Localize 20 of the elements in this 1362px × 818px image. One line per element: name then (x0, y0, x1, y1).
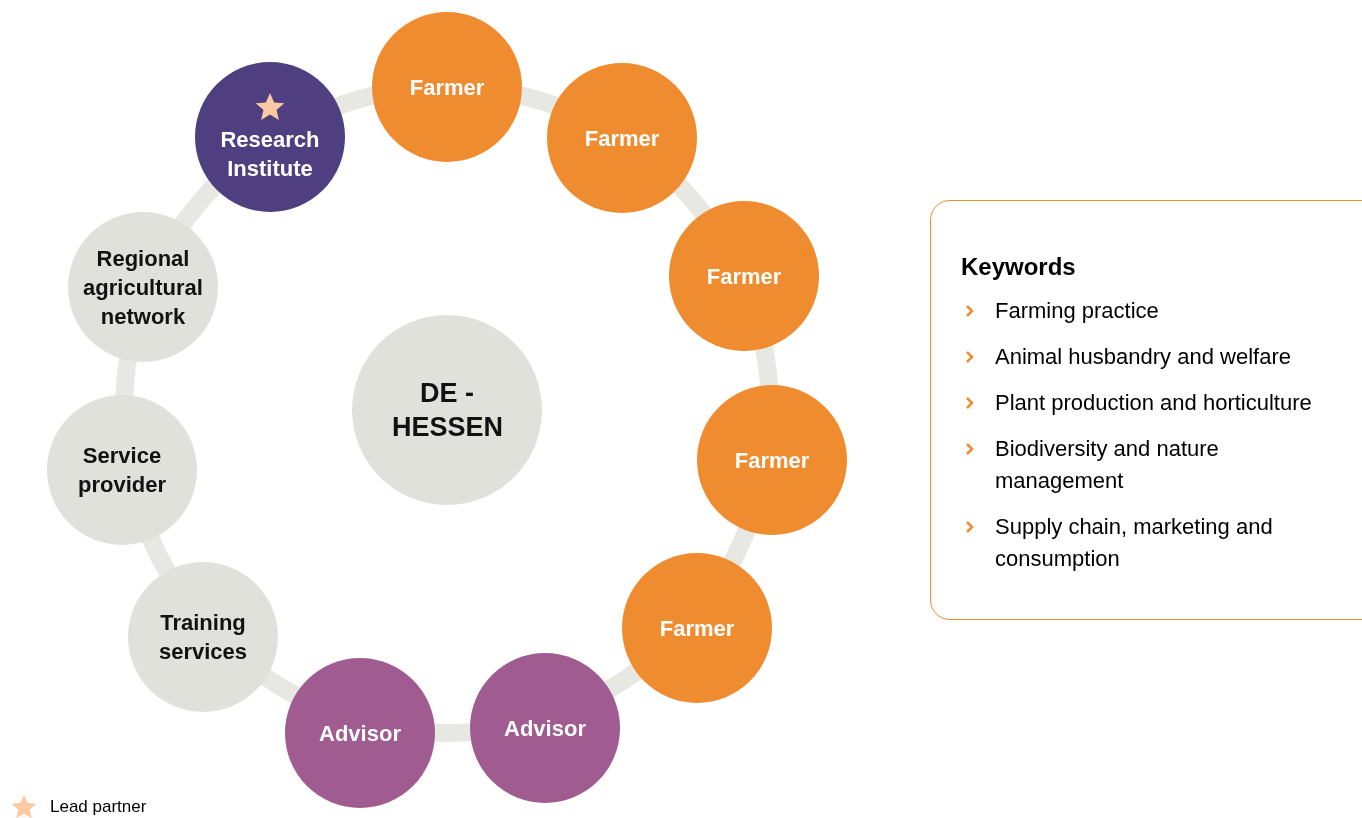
node-label: Farmer (733, 446, 811, 475)
node-label: Farmer (408, 73, 486, 102)
legend-label: Lead partner (50, 797, 147, 817)
keyword-item: Supply chain, marketing and consumption (995, 513, 1274, 573)
node-label: DE - HESSEN (392, 377, 502, 444)
keyword-item: Biodiversity and nature management (995, 435, 1220, 495)
node-label: Advisor (503, 714, 587, 743)
node-label: Farmer (658, 614, 736, 643)
node-label: Regional agricultural network (83, 244, 203, 331)
keyword-item: Farming practice (995, 297, 1160, 325)
node-label: Training services (157, 609, 249, 666)
node-label: Advisor (318, 719, 402, 748)
node-label: Farmer (705, 262, 783, 291)
keyword-item: Animal husbandry and welfare (995, 343, 1292, 371)
keyword-item: Plant production and horticulture (995, 389, 1313, 417)
node-label: Research Institute (219, 126, 321, 183)
keywords-panel (930, 200, 1362, 620)
panel-heading: Keywords (961, 253, 1076, 281)
node-label: Service provider (77, 442, 167, 499)
node-label: Farmer (583, 124, 661, 153)
